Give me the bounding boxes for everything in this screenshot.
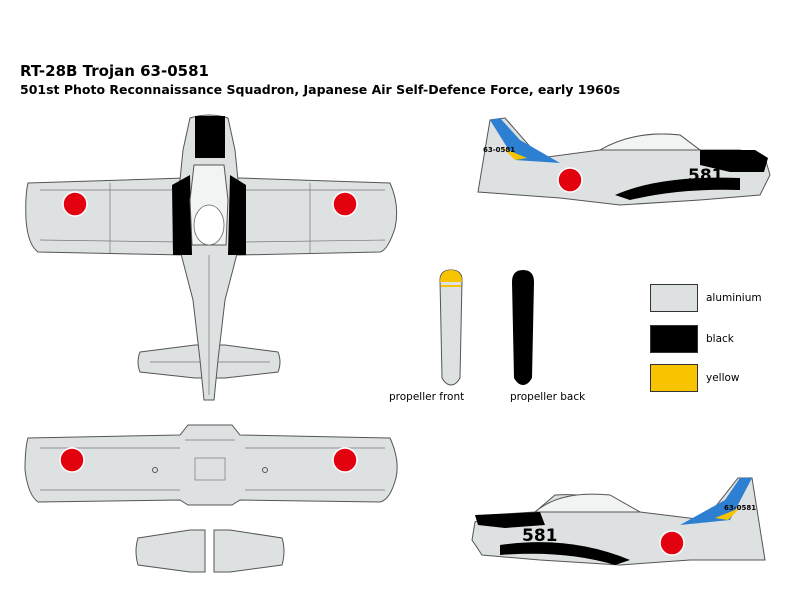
side-roundel-1 <box>557 167 583 193</box>
side-tail-serial-1: 63-0581 <box>483 146 515 154</box>
bottom-tail-left <box>135 529 206 573</box>
side-tail-serial-2: 63-0581 <box>724 504 756 512</box>
bottom-roundel-left <box>59 447 85 473</box>
side-fuselage-number-1: 581 <box>688 166 724 186</box>
swatch-yellow <box>650 364 698 392</box>
side-view-right: 581 63-0581 <box>471 477 766 566</box>
propeller-front <box>439 269 463 386</box>
propeller-front-label: propeller front <box>389 391 465 403</box>
legend-label-black: black <box>706 333 734 345</box>
top-view <box>25 114 398 401</box>
top-antiglare <box>195 116 225 158</box>
top-roundel-left <box>62 191 88 217</box>
propeller-back <box>512 270 534 385</box>
side-tail-flash-2 <box>680 478 752 525</box>
side-nose-black-1 <box>700 150 768 172</box>
side-roundel-2 <box>659 530 685 556</box>
top-roundel-right <box>332 191 358 217</box>
bottom-tail-right <box>213 529 285 573</box>
side-fuselage-number-2: 581 <box>522 526 558 546</box>
swatch-aluminium <box>650 284 698 312</box>
legend-label-aluminium: aluminium <box>706 292 762 304</box>
propeller-back-label: propeller back <box>510 391 586 403</box>
side-tail-flash-1 <box>490 118 560 163</box>
bottom-view <box>24 424 398 573</box>
profile-subtitle: 501st Photo Reconnaissance Squadron, Jap… <box>20 82 621 97</box>
bottom-wing <box>24 424 398 506</box>
profile-title: RT-28B Trojan 63-0581 <box>20 62 209 80</box>
swatch-black <box>650 325 698 353</box>
side-view-left: 581 63-0581 <box>477 117 771 206</box>
side-nose-black-2 <box>475 512 545 528</box>
legend-label-yellow: yellow <box>706 372 740 384</box>
bottom-roundel-right <box>332 447 358 473</box>
